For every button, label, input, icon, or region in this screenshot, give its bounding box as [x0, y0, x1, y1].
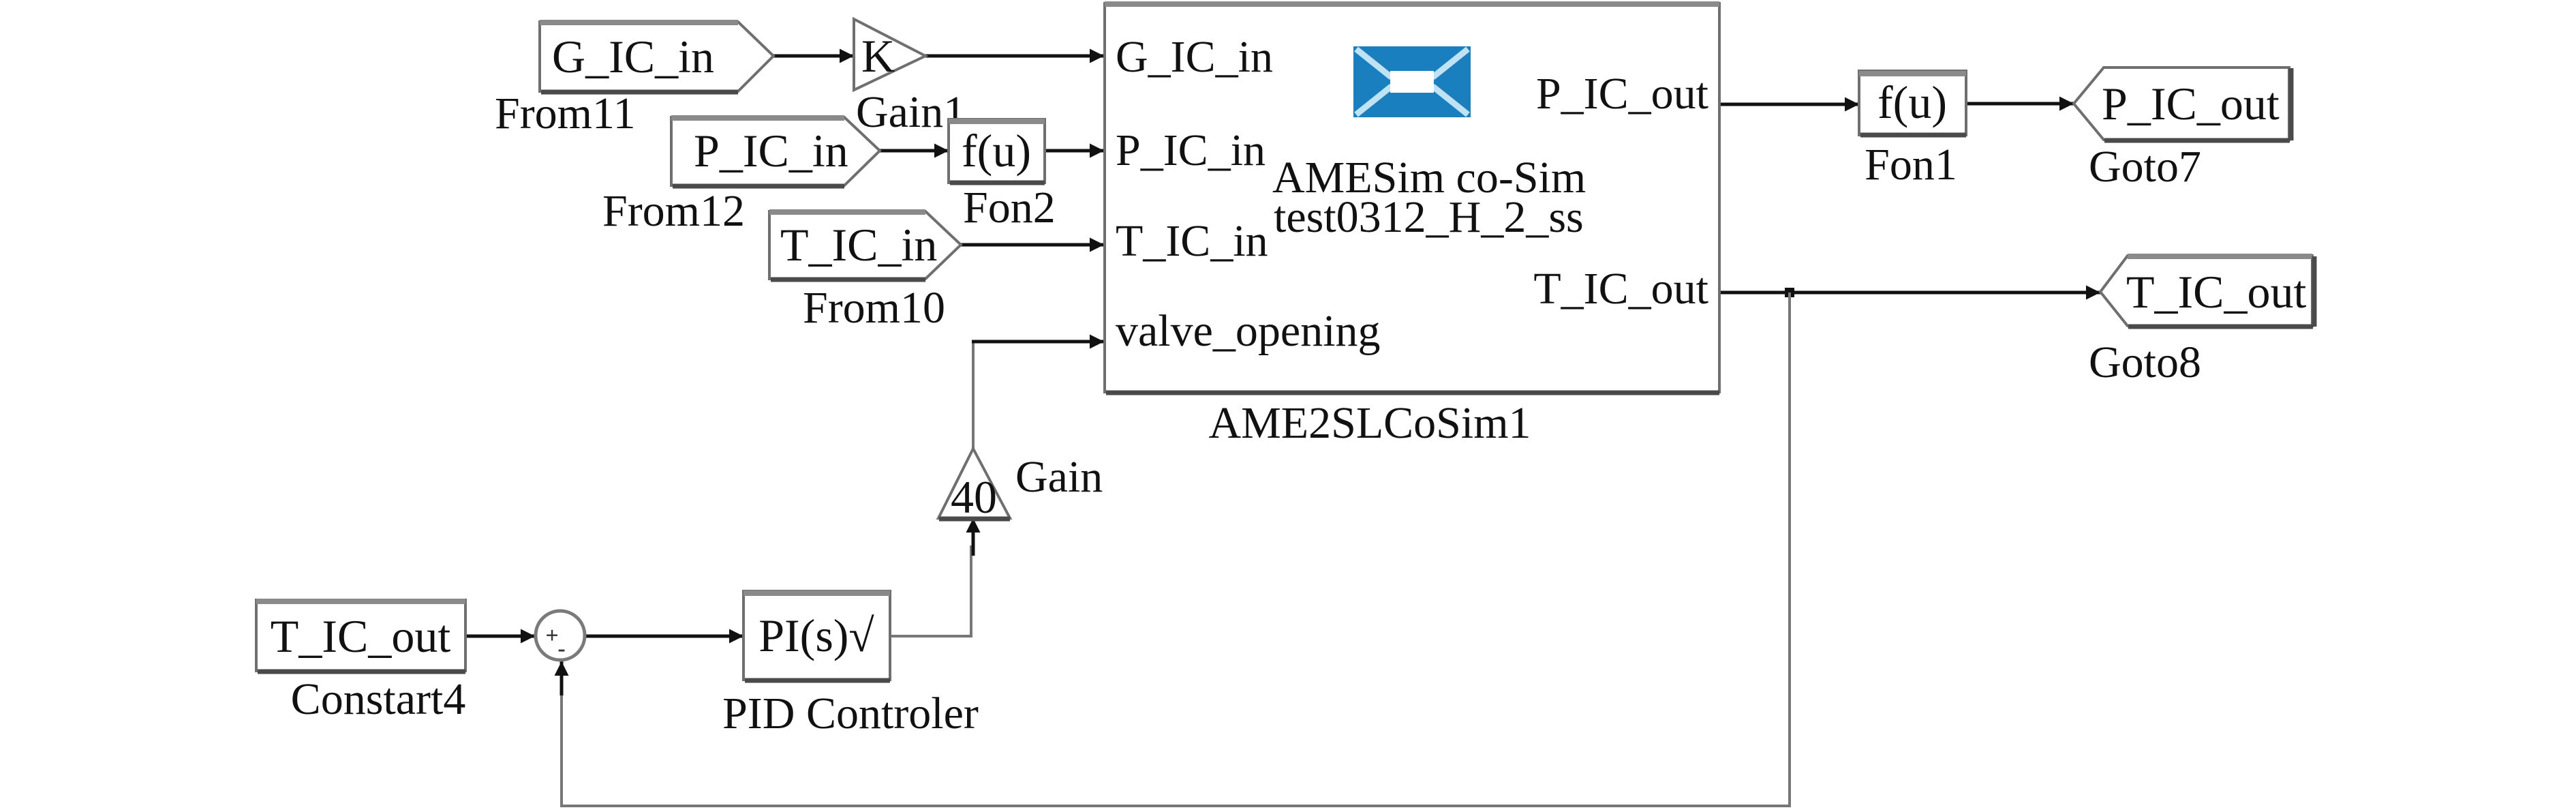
signal-lines	[465, 48, 2100, 807]
constart4-value: T_IC_out	[271, 610, 451, 662]
from10-tag: T_IC_in	[780, 219, 937, 271]
cosim-block[interactable]: G_IC_in P_IC_in T_IC_in valve_opening P_…	[1103, 1, 1721, 395]
port-in-valve-opening: valve_opening	[1116, 306, 1381, 356]
from11-label: From11	[495, 89, 636, 138]
cosim-title-line1: AMESim co-Sim	[1272, 153, 1586, 202]
sum-minus-sign: -	[557, 636, 565, 661]
fon2-label: Fon2	[963, 183, 1056, 232]
cosim-label: AME2SLCoSim1	[1208, 398, 1531, 448]
wire-feedback[interactable]	[560, 292, 1791, 807]
amesim-logo-icon	[1353, 46, 1471, 117]
from10-label: From10	[803, 283, 945, 333]
from11-block[interactable]: G_IC_in	[538, 20, 776, 95]
sum-circle-shape	[534, 609, 587, 662]
port-out-p-ic-out: P_IC_out	[1536, 69, 1708, 119]
gain-label: Gain	[1015, 452, 1103, 502]
logo-center	[1390, 71, 1434, 93]
pid-label: PID Controler	[722, 689, 979, 738]
goto8-label: Goto8	[2089, 338, 2201, 387]
gain1-block[interactable]: K	[853, 16, 929, 93]
gain-block[interactable]: 40	[936, 445, 1013, 523]
sum-plus-sign: +	[545, 623, 558, 648]
from12-tag: P_IC_in	[694, 125, 848, 177]
constart4-block[interactable]: T_IC_out	[255, 599, 467, 674]
gain-value: 40	[951, 471, 997, 523]
pid-controller-block[interactable]: PI(s)√	[742, 590, 891, 683]
fon2-expression: f(u)	[962, 125, 1031, 177]
gain-triangle-shape	[853, 16, 929, 93]
pid-block-shape	[742, 590, 891, 681]
wire-pid-gain[interactable]	[890, 545, 972, 638]
cosim-title-line2: test0312_H_2_ss	[1274, 192, 1584, 242]
gain1-value: K	[861, 30, 895, 82]
pid-expression: PI(s)√	[758, 610, 874, 661]
port-in-p-ic-in: P_IC_in	[1116, 125, 1266, 175]
port-in-t-ic-in: T_IC_in	[1116, 216, 1268, 266]
from12-block[interactable]: P_IC_in	[670, 115, 882, 189]
goto7-label: Goto7	[2089, 142, 2201, 192]
from11-tag: G_IC_in	[552, 31, 714, 82]
goto7-block[interactable]: P_IC_out	[2072, 66, 2294, 143]
port-out-t-ic-out: T_IC_out	[1533, 264, 1708, 314]
from12-label: From12	[602, 186, 745, 236]
port-in-g-ic-in: G_IC_in	[1116, 32, 1273, 82]
fon1-block[interactable]: f(u)	[1858, 70, 1967, 138]
goto8-tag: T_IC_out	[2126, 266, 2307, 318]
fcn-block-shape	[947, 118, 1046, 184]
fon1-label: Fon1	[1865, 140, 1957, 190]
from10-block[interactable]: T_IC_in	[768, 209, 963, 282]
fon2-block[interactable]: f(u)	[947, 118, 1046, 185]
goto7-tag: P_IC_out	[2102, 78, 2280, 130]
goto8-block[interactable]: T_IC_out	[2098, 254, 2317, 329]
constart4-label: Constart4	[291, 674, 466, 724]
constant-block-shape	[255, 599, 467, 672]
sum-block[interactable]: + -	[534, 609, 587, 662]
fon1-expression: f(u)	[1877, 76, 1947, 128]
